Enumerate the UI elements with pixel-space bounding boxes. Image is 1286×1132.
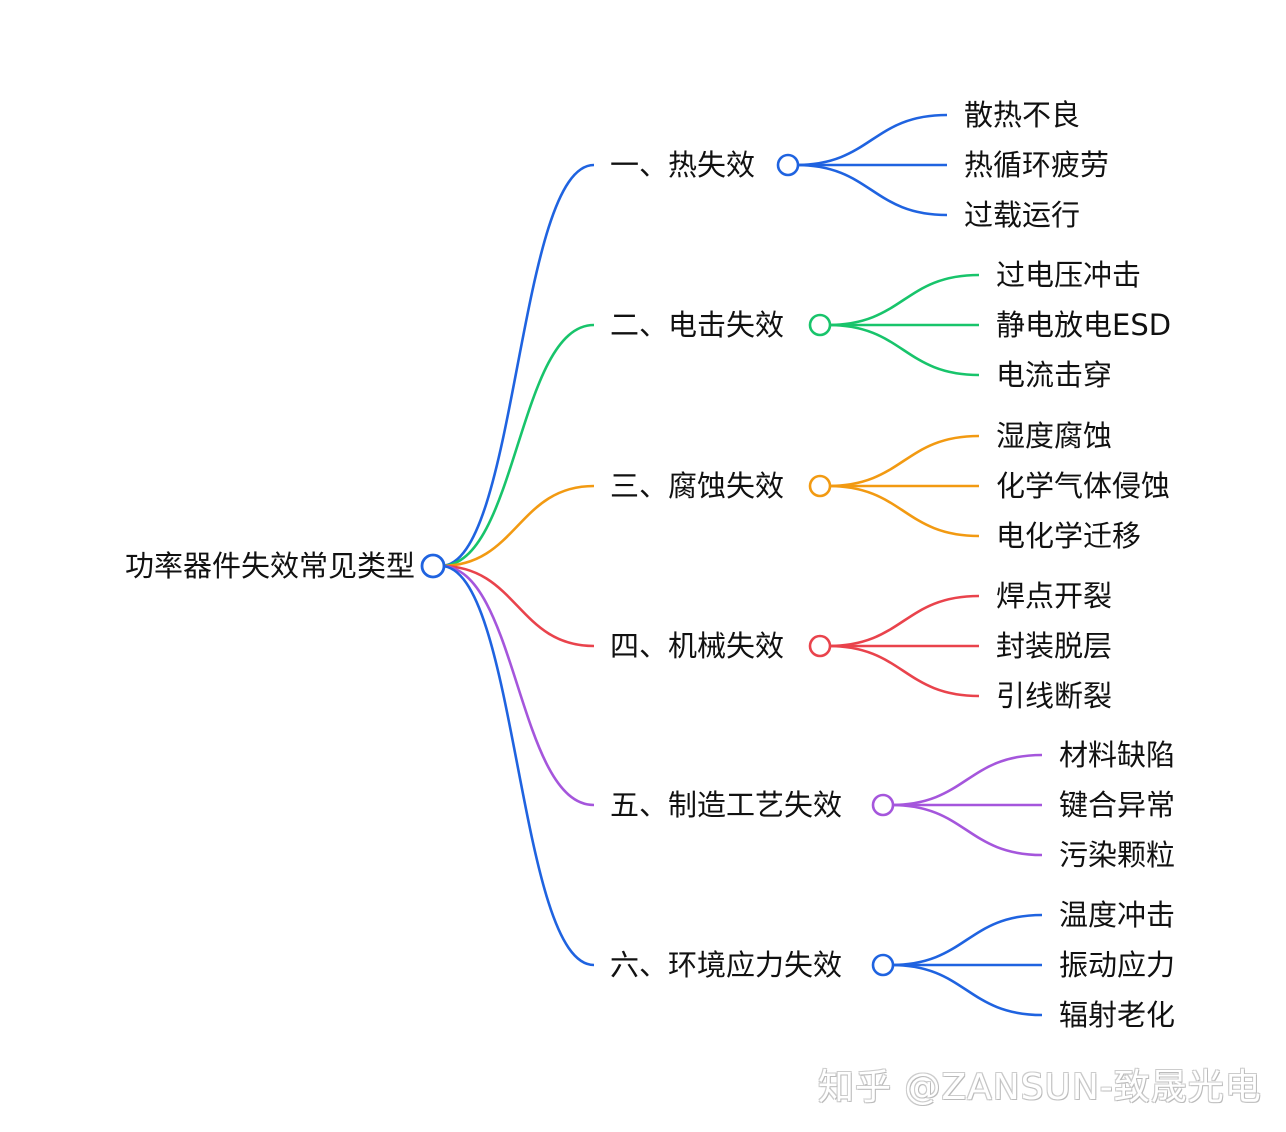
leaf-connector xyxy=(827,434,980,488)
branch-label[interactable]: 五、制造工艺失效 xyxy=(610,788,842,822)
leaf-connector xyxy=(890,913,1043,967)
branch-label[interactable]: 四、机械失效 xyxy=(610,629,784,663)
leaf-label[interactable]: 焊点开裂 xyxy=(996,579,1112,613)
leaf-label[interactable]: 引线断裂 xyxy=(996,679,1112,713)
branch-collapse-toggle[interactable] xyxy=(871,793,895,817)
leaf-label[interactable]: 振动应力 xyxy=(1059,948,1175,982)
leaf-label[interactable]: 热循环疲劳 xyxy=(964,148,1109,182)
leaf-label[interactable]: 封装脱层 xyxy=(996,629,1112,663)
root-label[interactable]: 功率器件失效常见类型 xyxy=(125,549,415,583)
leaf-connector xyxy=(827,644,980,698)
root-branch-connector xyxy=(440,484,595,568)
leaf-connector xyxy=(890,803,1043,857)
leaf-label[interactable]: 辐射老化 xyxy=(1059,998,1175,1032)
leaf-connector xyxy=(795,113,948,167)
root-branch-connector xyxy=(440,163,595,568)
branch-label[interactable]: 六、环境应力失效 xyxy=(610,948,842,982)
leaf-label[interactable]: 过电压冲击 xyxy=(996,258,1141,292)
leaf-connector xyxy=(827,484,980,538)
leaf-label[interactable]: 湿度腐蚀 xyxy=(996,419,1112,453)
leaf-label[interactable]: 温度冲击 xyxy=(1059,898,1175,932)
leaf-label[interactable]: 化学气体侵蚀 xyxy=(996,469,1170,503)
leaf-connector xyxy=(795,163,948,217)
leaf-connector xyxy=(827,323,980,377)
watermark: 知乎 @ZANSUN-致晟光电 xyxy=(818,1067,1262,1108)
branch-label[interactable]: 三、腐蚀失效 xyxy=(610,469,784,503)
root-branch-connector xyxy=(440,564,595,967)
branch-collapse-toggle[interactable] xyxy=(871,953,895,977)
leaf-label[interactable]: 静电放电ESD xyxy=(996,308,1171,342)
leaf-label[interactable]: 电流击穿 xyxy=(996,358,1112,392)
leaf-connector xyxy=(890,753,1043,807)
leaf-label[interactable]: 电化学迁移 xyxy=(996,519,1141,553)
root-branch-connector xyxy=(440,564,595,807)
branch-collapse-toggle[interactable] xyxy=(808,313,832,337)
branch-collapse-toggle[interactable] xyxy=(808,634,832,658)
leaf-label[interactable]: 污染颗粒 xyxy=(1059,838,1175,872)
leaf-label[interactable]: 散热不良 xyxy=(964,98,1080,132)
root-branch-connector xyxy=(440,323,595,568)
branch-label[interactable]: 二、电击失效 xyxy=(610,308,784,342)
root-branch-connector xyxy=(440,564,595,648)
leaf-label[interactable]: 材料缺陷 xyxy=(1059,738,1175,772)
leaf-connector xyxy=(827,594,980,648)
branch-label[interactable]: 一、热失效 xyxy=(610,148,755,182)
branch-collapse-toggle[interactable] xyxy=(808,474,832,498)
leaf-connector xyxy=(827,273,980,327)
leaf-label[interactable]: 键合异常 xyxy=(1059,788,1175,822)
branch-collapse-toggle[interactable] xyxy=(776,153,800,177)
leaf-label[interactable]: 过载运行 xyxy=(964,198,1080,232)
leaf-connector xyxy=(890,963,1043,1017)
root-collapse-toggle[interactable] xyxy=(420,553,446,579)
